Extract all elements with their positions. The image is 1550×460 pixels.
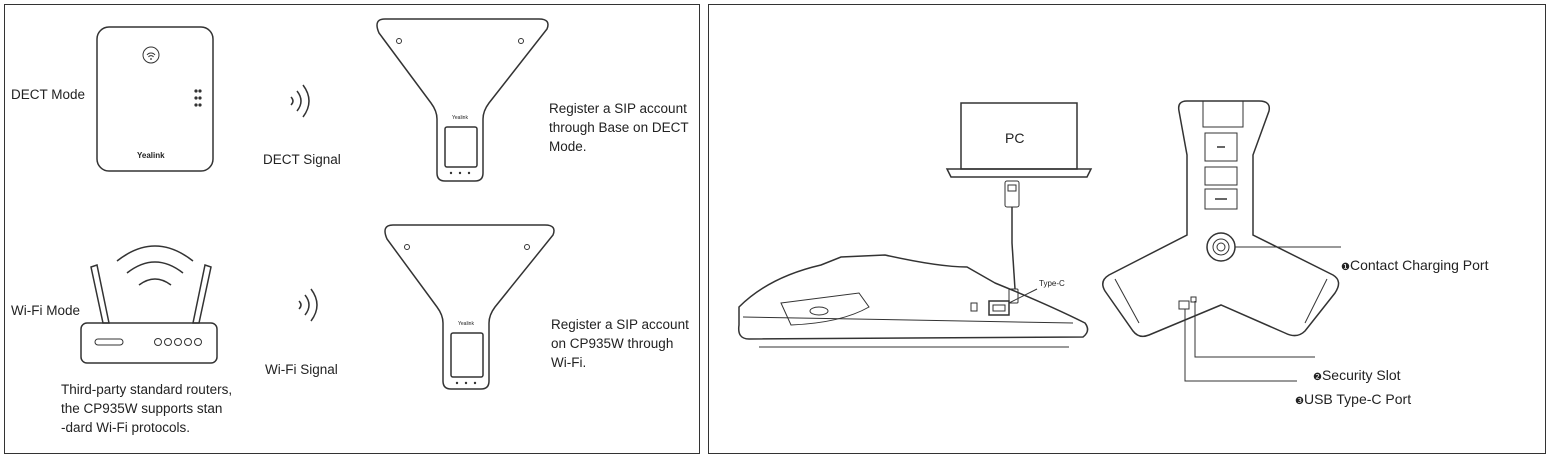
dect-wifi-modes-panel: Yealink DECT Mode DECT Signal Yealink Re…: [4, 4, 700, 454]
conference-phone-bottom-view: [1102, 100, 1341, 382]
wifi-signal-label: Wi-Fi Signal: [265, 362, 338, 377]
dect-mode-label: DECT Mode: [11, 87, 86, 102]
pc-label: PC: [1005, 130, 1025, 146]
conference-phone-side-view: [737, 254, 1089, 348]
base-brand-logo: Yealink: [137, 151, 165, 160]
callout-text-1: Contact Charging Port: [1349, 257, 1489, 273]
dect-signal-label: DECT Signal: [263, 152, 341, 167]
callout-marker-3: ❸: [1295, 396, 1304, 407]
pc-laptop-illustration: [945, 102, 1093, 304]
wifi-register-text: Register a SIP account on CP935W through…: [551, 317, 689, 370]
router-note: Third-party standard routers, the CP935W…: [61, 382, 233, 435]
dect-base-illustration: [96, 26, 214, 172]
callout-text-3: USB Type-C Port: [1303, 391, 1412, 407]
connections-panel: PC Type-C ❶Contact Charging Po: [708, 4, 1546, 454]
phone-brand-logo-2: Yealink: [458, 321, 474, 327]
type-c-label: Type-C: [1039, 279, 1065, 288]
dect-register-text: Register a SIP account through Base on D…: [549, 101, 689, 154]
callout-marker-1: ❶: [1341, 262, 1350, 273]
router-illustration: [80, 245, 218, 364]
callout-security-slot: ❷Security Slot: [1313, 347, 1401, 387]
dect-signal-icon: [290, 84, 310, 118]
callout-contact-charging-port: ❶Contact Charging Port: [1341, 237, 1489, 277]
conference-phone-dect: [376, 18, 549, 182]
callout-text-2: Security Slot: [1321, 367, 1401, 383]
callout-usb-type-c-port: ❸USB Type-C Port: [1295, 371, 1411, 411]
phone-brand-logo: Yealink: [452, 115, 468, 121]
wifi-mode-label: Wi-Fi Mode: [11, 303, 81, 318]
wifi-signal-icon: [298, 288, 318, 322]
conference-phone-wifi: [384, 224, 555, 390]
callout-marker-2: ❷: [1313, 372, 1322, 383]
